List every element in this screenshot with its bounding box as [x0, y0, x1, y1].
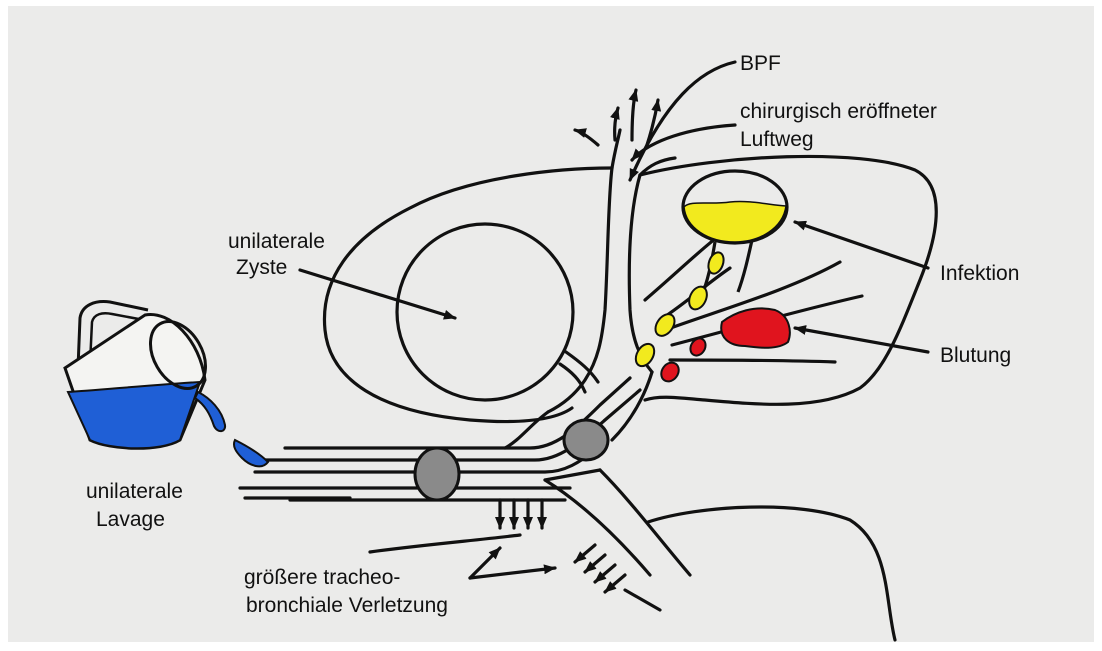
- main-bronchus-left: [505, 412, 548, 448]
- label-infection: Infektion: [940, 262, 1019, 285]
- bleeding-arrow: [795, 328, 928, 352]
- leak-arrow-5: [575, 545, 595, 562]
- label-injury-line1: größere tracheo-: [244, 566, 400, 589]
- label-cyst-line2: Zyste: [236, 256, 287, 279]
- pus-drop: [652, 311, 679, 340]
- lavage-jug: [65, 302, 268, 467]
- label-airway-line2: Luftweg: [740, 128, 814, 151]
- blood-drop: [658, 359, 683, 385]
- leak-arrow-7: [595, 565, 615, 582]
- label-injury-line2: bronchiale Verletzung: [246, 594, 448, 617]
- water-pour: [195, 392, 225, 431]
- label-cyst-line1: unilaterale: [228, 230, 325, 253]
- air-arrow-4: [646, 100, 658, 148]
- label-bpf: BPF: [740, 52, 781, 75]
- mediastinum-curve: [648, 507, 895, 640]
- airway-wall-right: [629, 175, 652, 372]
- pus-drop: [686, 284, 711, 313]
- infection-arrow: [795, 222, 928, 268]
- tracheal-cuff: [415, 448, 459, 500]
- injury-slash: [625, 590, 660, 610]
- injury-arrow-lower: [470, 568, 555, 578]
- infection-fill: [684, 202, 786, 242]
- label-airway-line1: chirurgisch eröffneter: [740, 100, 937, 123]
- label-lavage-line2: Lavage: [96, 508, 165, 531]
- label-lavage-line1: unilaterale: [86, 480, 183, 503]
- cyst: [397, 224, 573, 400]
- jug-water: [68, 382, 200, 448]
- water-splash: [234, 440, 268, 466]
- bronchial-cuff: [564, 420, 608, 460]
- leak-arrow-8: [605, 575, 625, 592]
- air-arrow-1: [575, 130, 598, 145]
- label-bleeding: Blutung: [940, 344, 1011, 367]
- bronchus-lower: [670, 360, 835, 362]
- air-arrow-3: [632, 90, 636, 140]
- right-lung-outline: [640, 156, 936, 404]
- bleeding-fill: [721, 308, 790, 347]
- trachea-right-wall: [600, 470, 690, 575]
- left-lung-outline: [324, 168, 612, 422]
- main-bronchus-right: [612, 372, 652, 440]
- airway-wall-left: [548, 168, 612, 412]
- bronchus-upper: [645, 235, 730, 320]
- leak-arrow-6: [585, 555, 605, 572]
